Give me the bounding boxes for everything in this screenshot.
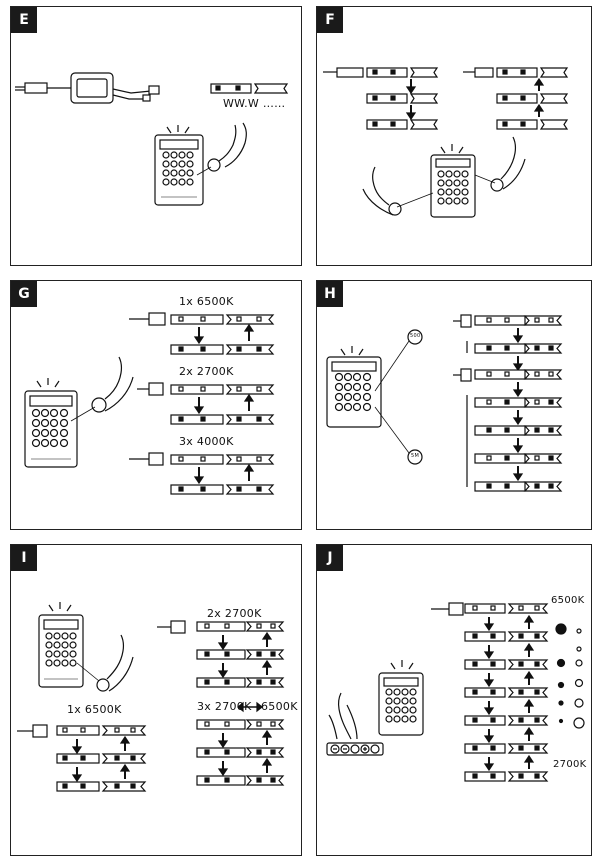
panel-e-illustration <box>15 72 289 206</box>
panel-g: G 1x 6500K 2x 2700K 3x 4000K <box>10 280 302 530</box>
button-strip-icon <box>326 742 384 756</box>
mode-1-label: 1x 6500K <box>179 295 234 308</box>
remote-icon <box>430 144 476 218</box>
hand-icon <box>196 122 247 176</box>
power-plug-icon <box>15 82 71 94</box>
led-strip-icon <box>129 452 275 495</box>
led-strip-icon <box>453 314 563 492</box>
remote-icon <box>38 602 84 688</box>
panel-letter: G <box>11 281 37 307</box>
mode-3x-label: 3x 2700K <box>197 700 252 713</box>
remote-icon <box>378 660 424 736</box>
led-strip-icon <box>210 83 289 94</box>
dots-caption: WW.W …… <box>223 97 286 110</box>
bottom-temperature-label: 2700K <box>553 759 587 770</box>
panel-h-illustration <box>326 314 563 492</box>
arrow-down-icon <box>483 617 495 772</box>
panel-letter: H <box>317 281 343 307</box>
panel-i-illustration <box>17 602 285 792</box>
remote-icon <box>326 329 423 465</box>
top-temperature-label: 6500K <box>551 595 585 606</box>
time-label-top: 500 <box>410 333 421 339</box>
hand-icon <box>76 634 134 692</box>
panel-f-illustration <box>323 67 569 218</box>
brightness-indicator-icon <box>555 623 585 729</box>
panel-f: F <box>316 6 592 266</box>
remote-icon <box>154 125 204 206</box>
mode-2-label: 2x 2700K <box>179 365 234 378</box>
led-strip-icon <box>463 67 569 130</box>
remote-icon <box>24 378 78 468</box>
time-label-bottom: 5M <box>411 453 420 459</box>
led-strip-icon <box>196 719 285 786</box>
led-strip-icon <box>17 724 147 792</box>
hand-icon <box>70 356 134 422</box>
led-strip-icon <box>129 312 275 355</box>
led-strip-icon <box>323 67 439 130</box>
mode-3-label: 3x 4000K <box>179 435 234 448</box>
mode-2x-label: 2x 2700K <box>207 607 262 620</box>
mode-1x-label: 1x 6500K <box>67 703 122 716</box>
led-strip-icon <box>431 602 549 616</box>
panel-j: J 6500K 2700K <box>316 544 592 856</box>
panel-j-illustration <box>326 602 585 782</box>
led-strip-icon <box>157 620 285 688</box>
hand-icon <box>362 136 526 216</box>
panel-h: H <box>316 280 592 530</box>
led-strip-rows <box>464 631 549 782</box>
hand-icon <box>328 692 358 740</box>
panel-letter: J <box>317 545 343 571</box>
controller-box-icon <box>70 72 160 104</box>
panel-letter: I <box>11 545 37 571</box>
arrow-up-icon <box>523 614 535 769</box>
panel-letter: F <box>317 7 343 33</box>
panel-e: E <box>10 6 302 266</box>
led-strip-icon <box>137 382 275 425</box>
mode-3x-target-label: 6500K <box>261 700 298 713</box>
panel-g-illustration <box>24 312 275 495</box>
panel-letter: E <box>11 7 37 33</box>
panel-i: I 2x 2700K 1x 6500K 3x 2700K 6500K <box>10 544 302 856</box>
